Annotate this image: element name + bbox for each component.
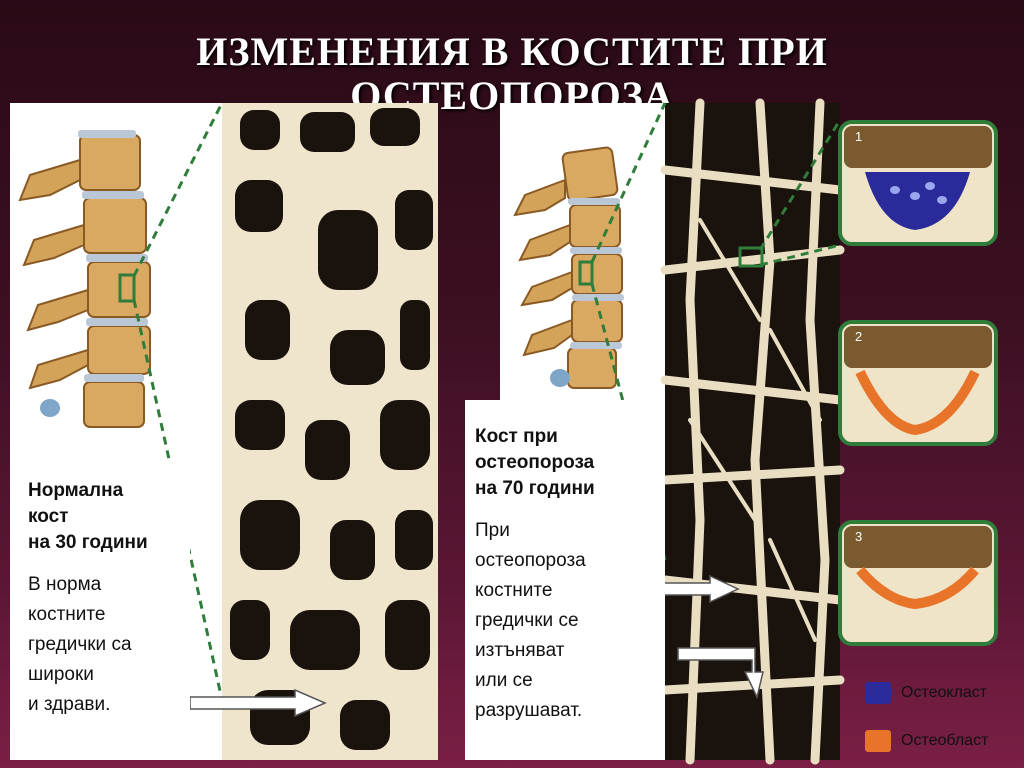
arrows [189,574,764,718]
osteoporosis-desc-line-6: или се [475,670,533,691]
normal-description: В норма костните гредички са широки и зд… [28,570,190,720]
normal-bone-caption: Нормална кост на 30 години В норма костн… [10,460,190,760]
osteoporosis-desc-line-7: разрушават. [475,700,583,721]
normal-heading: Нормална кост на 30 години [28,478,190,556]
osteoporosis-heading-line-3: на 70 години [475,478,595,499]
osteoclast-swatch-icon [865,682,891,704]
slide-title-line-1: ИЗМЕНЕНИЯ В КОСТИТЕ ПРИ [196,29,828,74]
stage-panel-3 [838,520,998,646]
stage-panel-1 [838,120,998,246]
osteoporosis-desc-line-2: остеопороза [475,550,586,571]
stage-number-1: 1 [855,129,862,144]
osteoporosis-heading-line-1: Кост при [475,426,558,447]
osteoporosis-description: При остеопороза костните гредички се изт… [475,516,665,726]
zoom-marker [738,246,764,268]
normal-desc-line-1: В норма [28,574,102,595]
legend-item-osteoclast: Остеокласт [865,680,987,706]
normal-spine [18,130,151,428]
osteoporosis-heading-line-2: остеопороза [475,452,595,473]
normal-heading-line-3: на 30 години [28,532,148,553]
osteoporosis-desc-line-3: костните [475,580,553,601]
osteoporotic-spine [513,146,624,389]
stage-number-3: 3 [855,529,862,544]
osteoporosis-heading: Кост при остеопороза на 70 години [475,424,665,502]
normal-trabecular-bone [222,103,438,760]
osteoporosis-bone-caption: Кост при остеопороза на 70 години При ос… [465,400,665,760]
osteoporosis-desc-line-5: изтъняват [475,640,565,661]
normal-desc-line-2: костните [28,604,106,625]
stage-number-2: 2 [855,329,862,344]
normal-desc-line-5: и здрави. [28,694,111,715]
normal-heading-line-2: кост [28,506,69,527]
legend-item-osteoblast: Остеобласт [865,728,988,754]
stage-panel-2 [838,320,998,446]
normal-heading-line-1: Нормална [28,480,124,501]
slide-title: ИЗМЕНЕНИЯ В КОСТИТЕ ПРИ ОСТЕОПОРОЗА [0,30,1024,118]
legend-label-osteoclast: Остеокласт [901,684,988,701]
osteoporosis-desc-line-1: При [475,520,510,541]
normal-desc-line-4: широки [28,664,94,685]
osteoporosis-desc-line-4: гредички се [475,610,579,631]
osteoblast-swatch-icon [865,730,891,752]
normal-desc-line-3: гредички са [28,634,132,655]
legend-label-osteoblast: Остеобласт [901,732,989,749]
